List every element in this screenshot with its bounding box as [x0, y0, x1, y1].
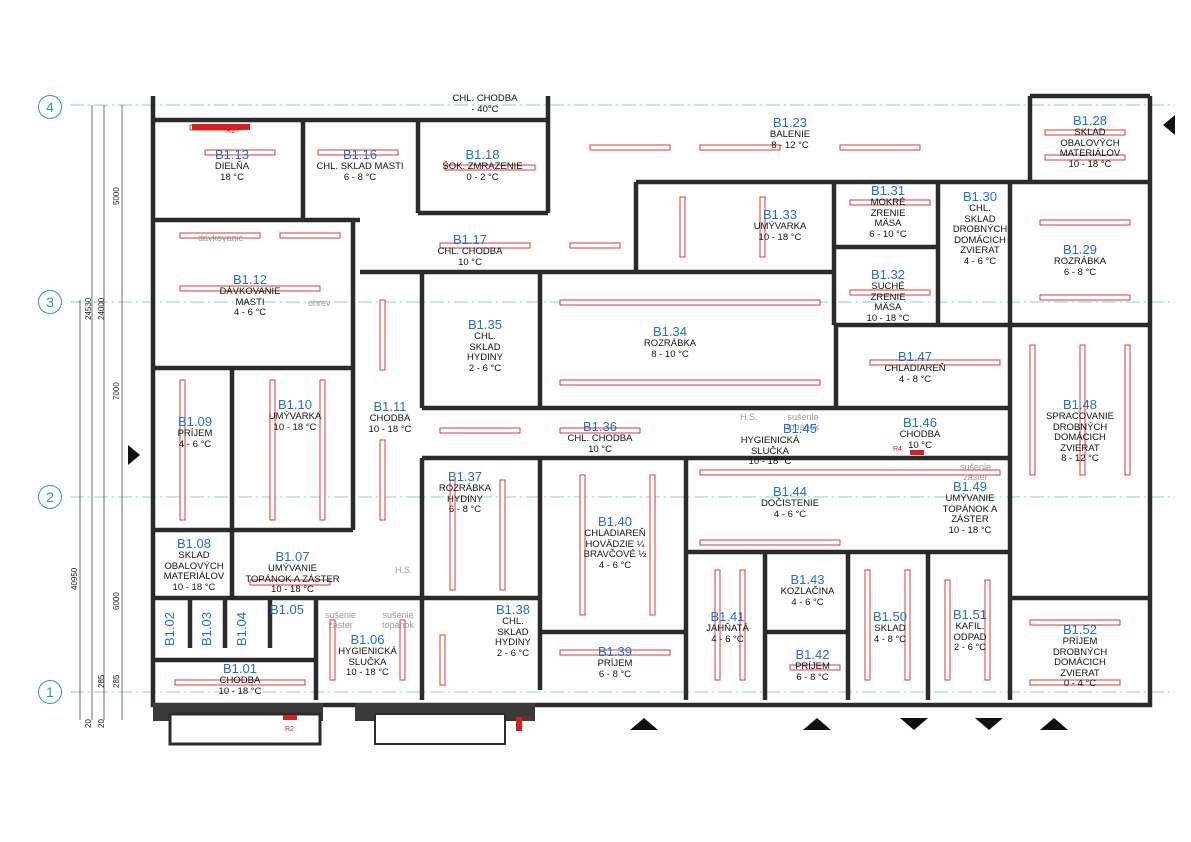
note-susenie-topanok: sušenie topánok	[787, 412, 820, 432]
section-arrows	[128, 115, 1175, 730]
grid-axis-2: 2	[38, 485, 62, 509]
note-davkovanie: dávkovanie	[198, 233, 244, 243]
note-susenie-zaster: sušenie záster	[325, 610, 357, 630]
dimension-label: 40950	[70, 567, 79, 590]
note-susenie-topanok: sušenie topánok	[382, 610, 415, 630]
dimension-label: 24530	[84, 297, 93, 320]
note-hs: H.S.	[395, 565, 413, 575]
exterior-band	[153, 703, 535, 746]
grid-axis-3: 3	[38, 290, 62, 314]
markers	[192, 124, 924, 731]
dimension-lines	[79, 105, 123, 720]
note-hs: H.S.	[740, 412, 758, 422]
dimension-label: 20	[84, 719, 93, 728]
dimension-label: 285	[112, 674, 121, 688]
walls	[150, 93, 1153, 708]
dimension-label: 7000	[112, 382, 121, 400]
grid-axis-1: 1	[38, 680, 62, 704]
marker-r2: R2	[285, 726, 294, 733]
grid-axis-4: 4	[38, 95, 62, 119]
marker-r4: R4	[893, 446, 902, 453]
marker-r3: R3	[522, 716, 531, 723]
dimension-label: 6000	[112, 592, 121, 610]
marker-r1: R1	[226, 128, 235, 135]
dimension-label: 285	[97, 674, 106, 688]
heater-symbols	[174, 124, 1131, 686]
dimension-label: 5000	[112, 187, 121, 205]
dimension-label: 20	[97, 719, 106, 728]
dimension-label: 24000	[97, 297, 106, 320]
note-ohrev: ohrev	[308, 298, 331, 308]
note-susenie-zaster: sušenie záster	[960, 462, 992, 482]
